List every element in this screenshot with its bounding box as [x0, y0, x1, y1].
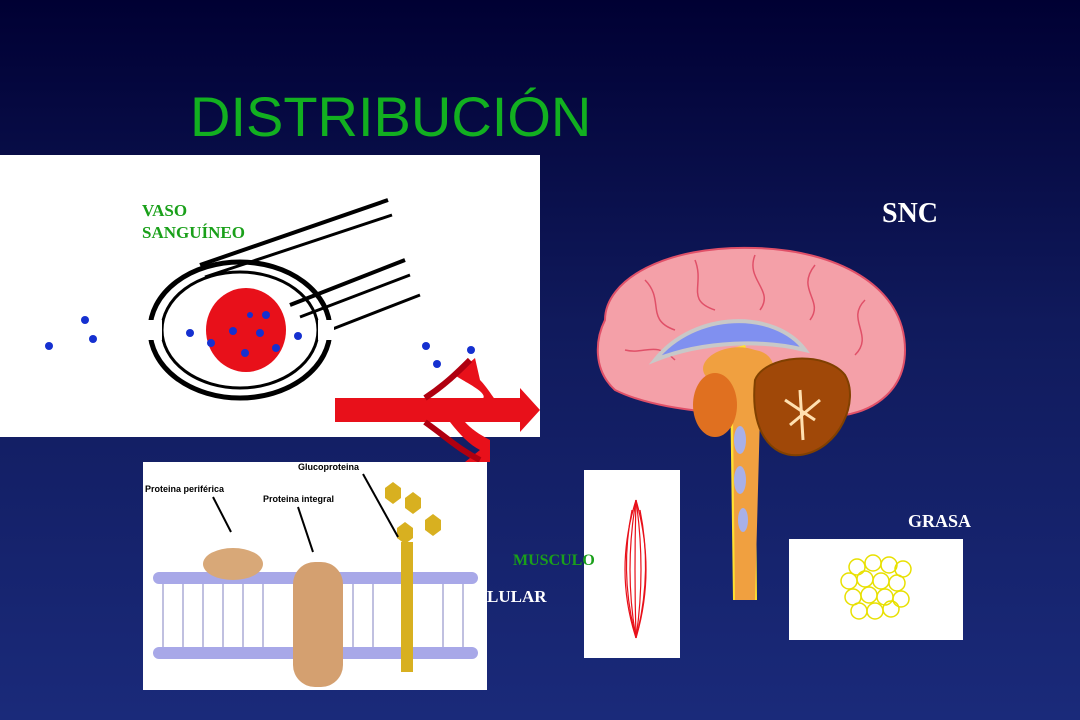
- musculo-label: MUSCULO: [513, 552, 595, 569]
- blood-vessel-illustration: [45, 198, 475, 401]
- vaso-label: VASO SANGUÍNEO: [142, 200, 245, 244]
- red-arrows: [335, 357, 540, 463]
- fat-panel: [789, 539, 963, 640]
- vaso-label-line1: VASO: [142, 201, 188, 220]
- vaso-label-line2: SANGUÍNEO: [142, 223, 245, 242]
- brain-illustration: [596, 246, 907, 600]
- fat-cells-illustration: [840, 554, 912, 620]
- celular-label: LULAR: [487, 587, 547, 606]
- glycoprotein-label: Glucoproteina: [298, 462, 360, 472]
- snc-label: SNC: [882, 198, 939, 229]
- muscle-panel: [584, 470, 680, 658]
- blood-vessel-panel: [0, 155, 540, 437]
- peripheral-protein-label: Proteina periférica: [145, 484, 225, 494]
- muscle-fiber-illustration: [624, 499, 647, 639]
- membrane-illustration: Proteina periférica Proteina integral Gl…: [145, 462, 478, 687]
- grasa-label: GRASA: [908, 511, 972, 531]
- integral-protein-label: Proteina integral: [263, 494, 334, 504]
- slide-title: DISTRIBUCIÓN: [190, 85, 592, 148]
- cell-membrane-panel: Proteina periférica Proteina integral Gl…: [143, 462, 487, 690]
